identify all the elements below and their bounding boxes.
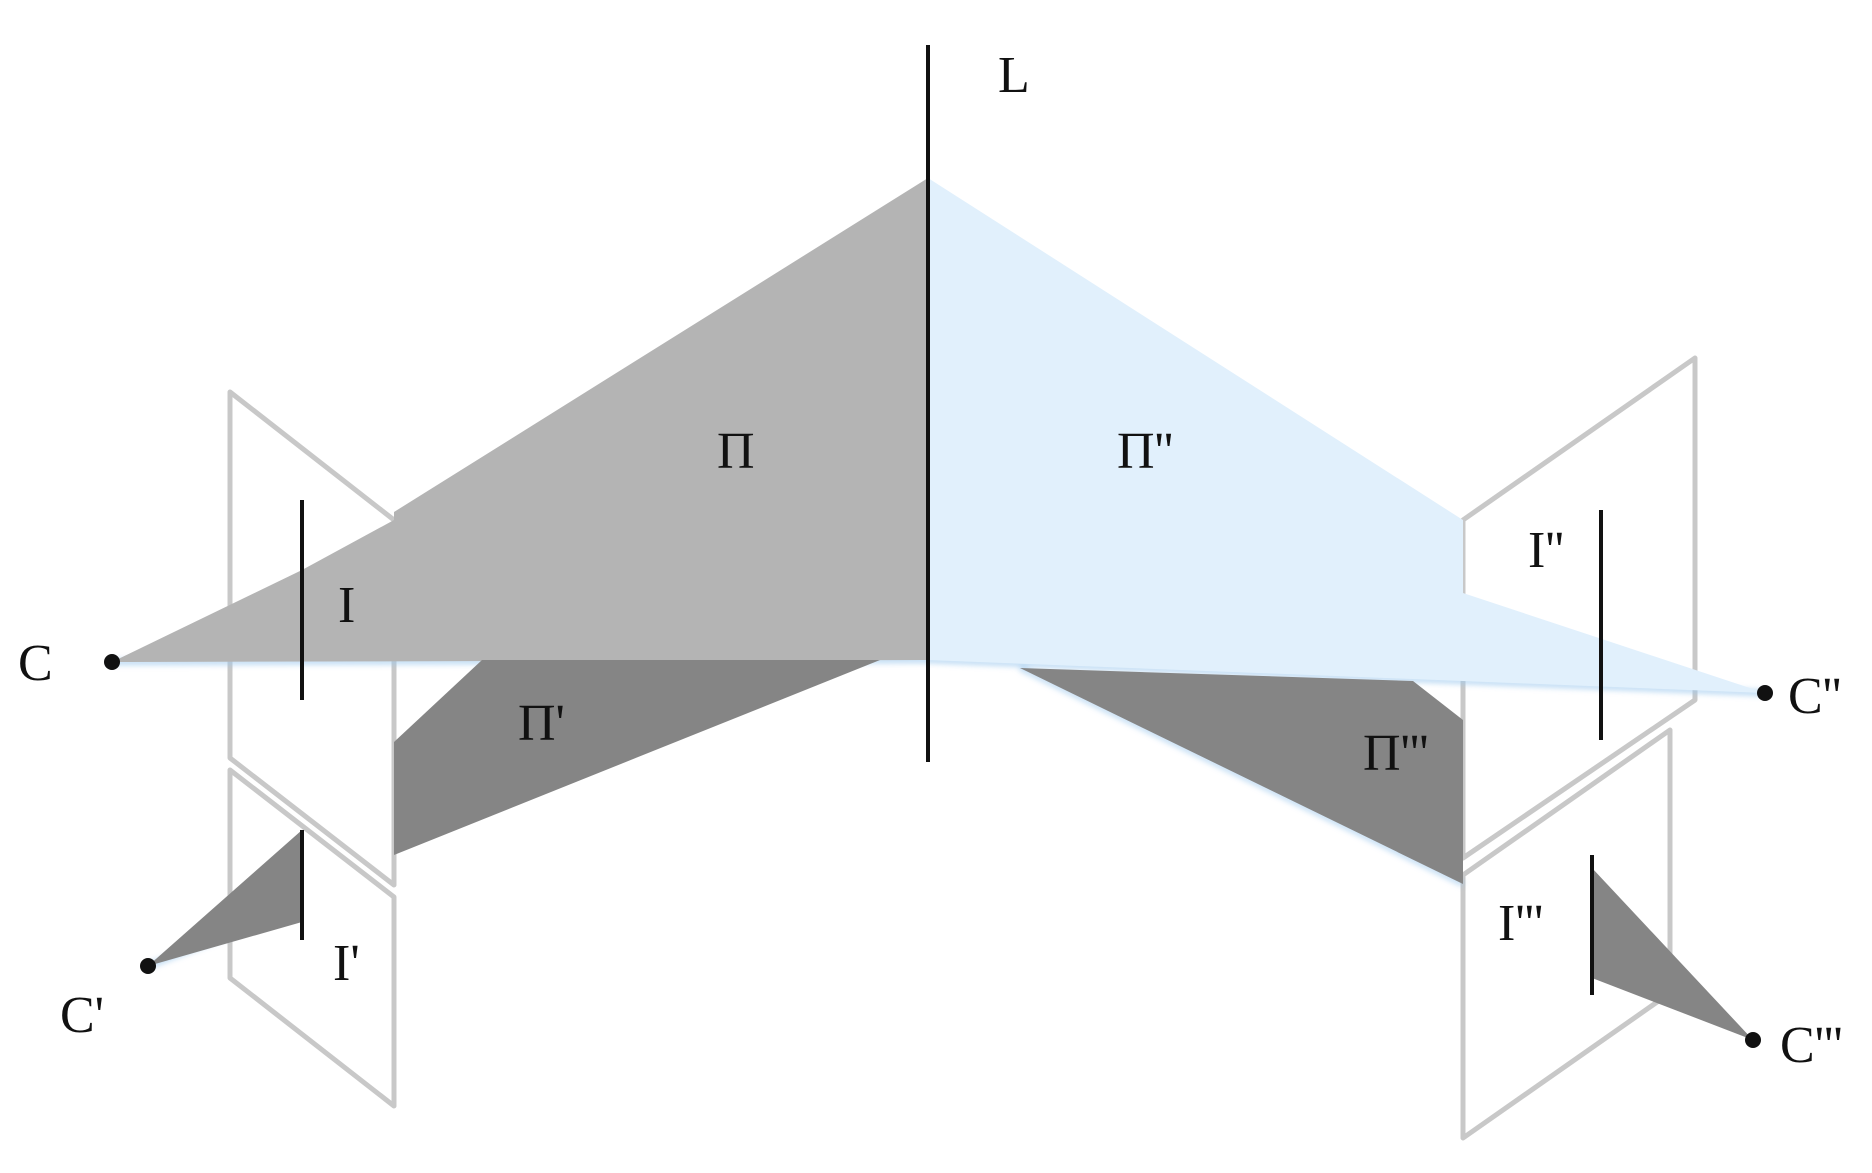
label-c-double-prime: C'' [1788,668,1841,725]
label-l: L [998,47,1030,104]
camera-point-c-prime [140,958,156,974]
label-c-triple-prime: C''' [1780,1017,1843,1074]
labels: L Π Π'' Π' Π''' I I' I'' I''' C C' C'' C… [18,47,1843,1074]
label-i: I [338,577,355,634]
image-frames [227,355,1698,1141]
label-c-prime: C' [60,987,104,1044]
camera-points [104,654,1773,1048]
plane-pi-triple-prime [1020,668,1463,884]
label-c: C [18,635,53,692]
camera-point-c [104,654,120,670]
plane-pi-prime [394,660,880,855]
label-i-prime: I' [333,935,360,992]
label-i-triple-prime: I''' [1498,895,1543,952]
label-pi: Π [717,423,755,480]
camera-point-c-triple-prime [1745,1032,1761,1048]
plane-pi [112,178,928,662]
label-pi-prime: Π' [518,695,565,752]
image-lines [300,500,1603,995]
label-pi-triple-prime: Π''' [1363,725,1429,782]
plane-pi-double-prime [928,178,1765,693]
label-i-double-prime: I'' [1528,522,1564,579]
camera-point-c-double-prime [1757,685,1773,701]
plane-pi-prime-small [148,830,302,966]
label-pi-double-prime: Π'' [1117,423,1173,480]
planes [112,178,1765,1040]
plane-pi-triple-prime-small [1592,868,1753,1040]
